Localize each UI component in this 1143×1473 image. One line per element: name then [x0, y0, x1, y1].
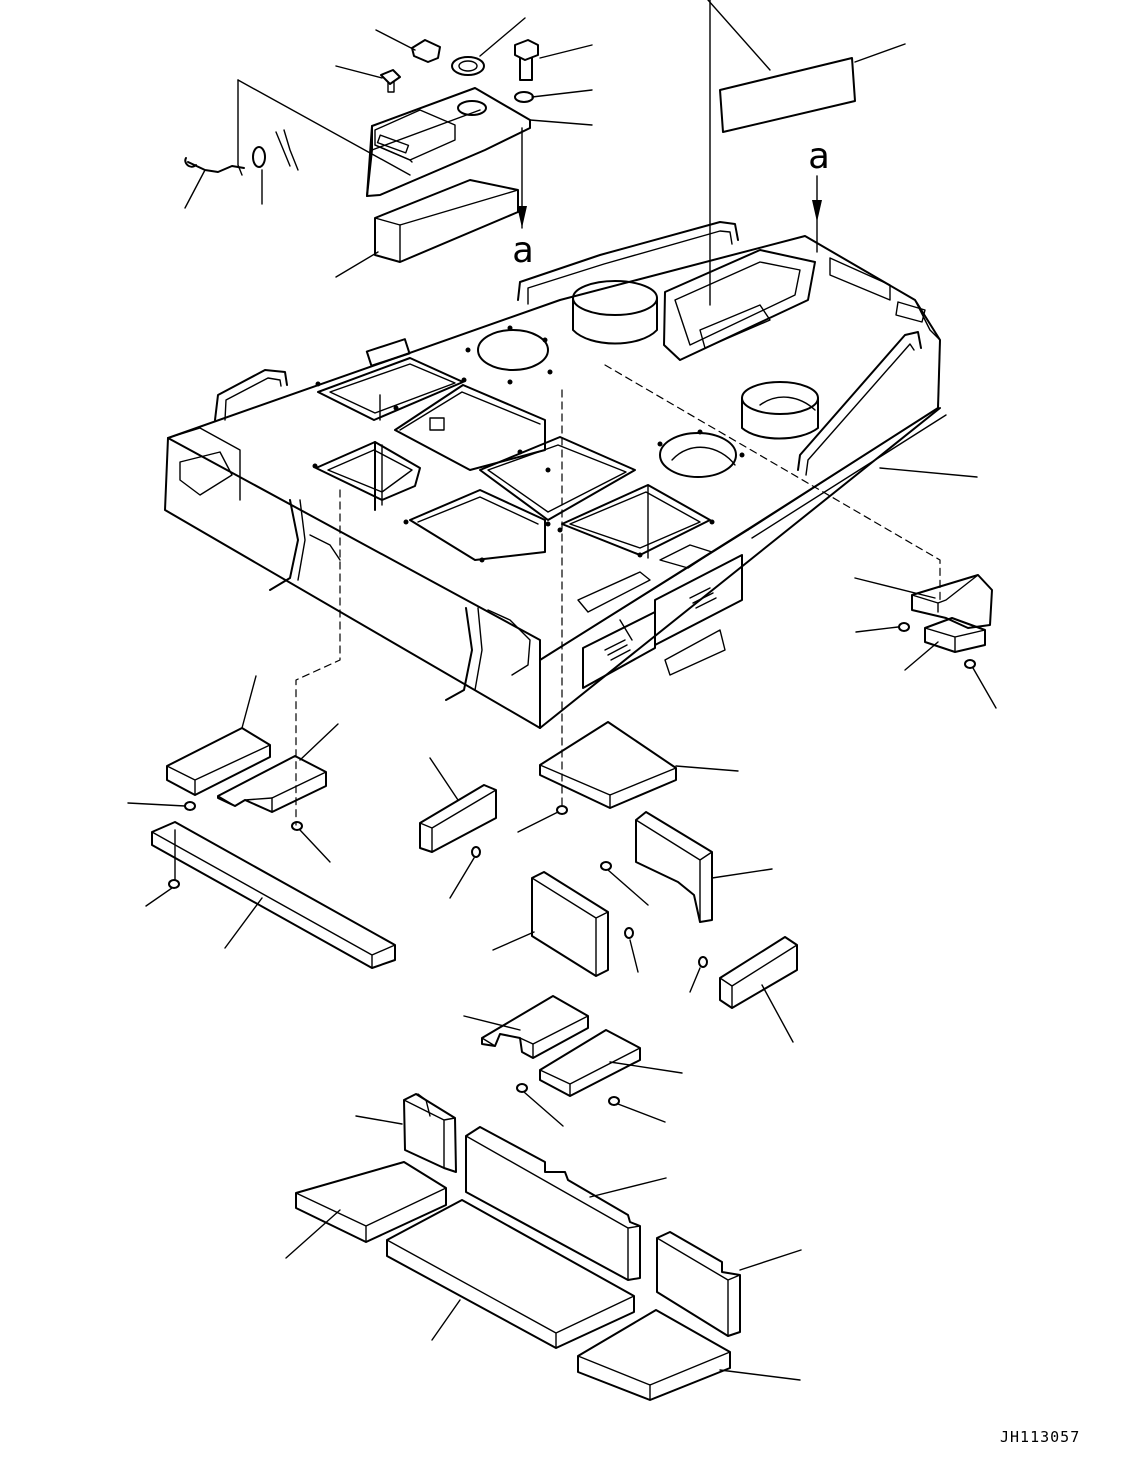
- foam-strip-top-right: [707, 0, 906, 306]
- view-marker-top-label: a: [512, 230, 534, 271]
- center-pads: [419, 721, 798, 1127]
- view-marker-right-label: a: [808, 136, 830, 177]
- right-side-pads: [854, 574, 997, 709]
- left-pads: [127, 675, 396, 969]
- bottom-panels: [285, 1093, 802, 1401]
- main-frame: [164, 221, 978, 826]
- drawing-code-label: JH113057: [1000, 1428, 1080, 1446]
- top-cover-assembly: a: [184, 17, 593, 278]
- view-marker-right: a: [808, 136, 830, 253]
